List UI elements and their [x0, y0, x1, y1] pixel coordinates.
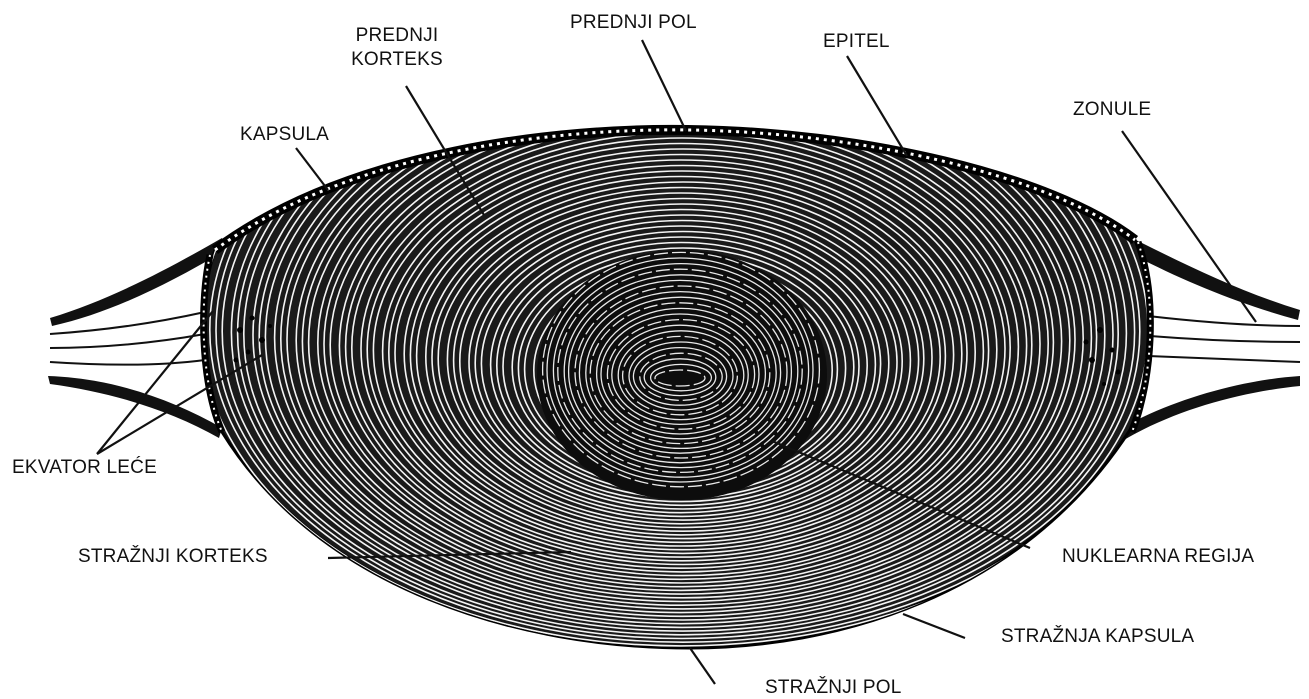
label-straznja-kapsula: STRAŽNJA KAPSULA [1001, 626, 1194, 648]
label-epitel: EPITEL [823, 31, 890, 53]
label-ekvator-lece: EKVATOR LEĆE [12, 457, 157, 479]
label-straznji-korteks: STRAŽNJI KORTEKS [78, 546, 268, 568]
leader-kapsula [296, 148, 328, 190]
zonule-fibers-left [48, 238, 226, 438]
label-kapsula: KAPSULA [240, 124, 329, 146]
leader-prednji-pol [642, 40, 686, 131]
label-straznji-pol: STRAŽNJI POL [765, 677, 901, 699]
zonule-strands-right [1148, 316, 1300, 362]
leader-straznja-kapsula [903, 614, 965, 638]
label-prednji-pol: PREDNJI POL [570, 12, 697, 34]
label-prednji-korteks: PREDNJI KORTEKS [345, 24, 449, 72]
label-zonule: ZONULE [1073, 99, 1151, 121]
label-prednji-korteks-line2: KORTEKS [345, 48, 449, 72]
leader-ekvator-1 [97, 311, 213, 454]
nucleus-region [537, 250, 827, 500]
label-prednji-korteks-line1: PREDNJI [345, 24, 449, 48]
leader-straznji-pol [690, 648, 715, 684]
label-nuklearna-regija: NUKLEARNA REGIJA [1062, 546, 1254, 568]
